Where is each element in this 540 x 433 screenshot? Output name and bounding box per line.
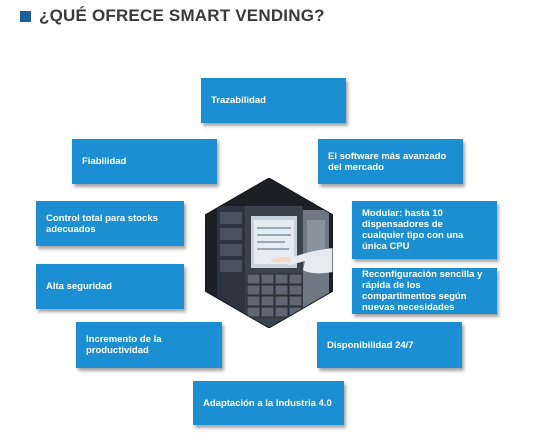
page-header: ¿QUÉ OFRECE SMART VENDING?: [20, 6, 325, 26]
feature-seguridad: Alta seguridad: [36, 264, 184, 309]
vending-machine-icon: [205, 178, 333, 328]
feature-industria: Adaptación a la Industria 4.0: [193, 381, 344, 425]
feature-disponibilidad: Disponibilidad 24/7: [317, 322, 462, 368]
feature-control: Control total para stocks adecuados: [36, 201, 184, 246]
title-bullet-icon: [20, 10, 31, 22]
feature-reconfiguracion: Reconfiguración sencilla y rápida de los…: [352, 268, 497, 314]
feature-fiabilidad: Fiabilidad: [72, 139, 217, 184]
feature-modular: Modular: hasta 10 dispensadores de cualq…: [352, 201, 497, 259]
feature-trazabilidad: Trazabilidad: [201, 78, 346, 123]
feature-software: El software más avanzado del mercado: [318, 139, 463, 184]
page-title: ¿QUÉ OFRECE SMART VENDING?: [39, 6, 325, 25]
feature-productividad: Incremento de la productividad: [76, 322, 222, 368]
vending-machine-hexagon: [205, 178, 333, 328]
